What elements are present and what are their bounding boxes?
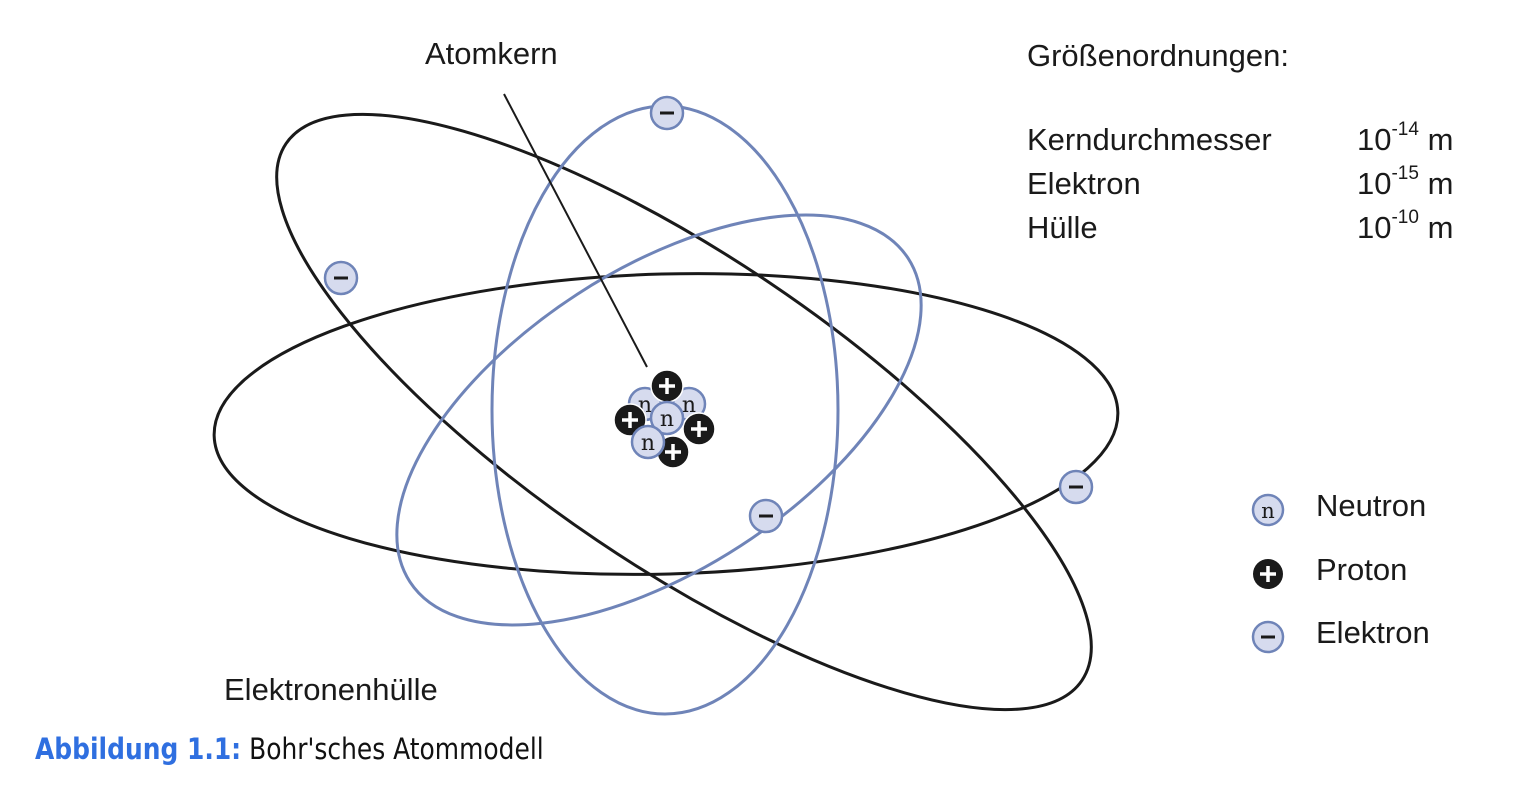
proton [650,369,684,403]
electron-right [1058,469,1094,505]
neutron: n [630,424,666,460]
caption-label: Abbildung 1.1: [35,732,242,766]
svg-text:n: n [641,431,655,456]
size-row-value: 10-10 m [1357,206,1454,245]
size-row-name: Kerndurchmesser [1027,122,1272,157]
nucleus-label: Atomkern [425,36,558,71]
neutron: n [649,400,685,436]
shell-label: Elektronenhülle [224,672,438,707]
legend-label: Neutron [1316,488,1427,523]
size-row-electron: Elektron 10-15 m [1027,162,1472,206]
size-row-name: Hülle [1027,210,1098,245]
electron-icon [1251,620,1285,654]
orbit-diagonal [275,112,1093,712]
size-row-nucleus: Kerndurchmesser 10-14 m [1027,118,1472,162]
legend-label: Proton [1316,552,1408,587]
electron-top [649,95,685,131]
svg-text:n: n [660,407,674,432]
nucleus: n n n n [613,369,716,469]
caption-text: Bohr'sches Atommodell [249,732,544,766]
neutron-icon: n [1251,493,1285,527]
legend-label: Elektron [1316,615,1430,650]
size-row-value: 10-14 m [1357,118,1454,157]
electron-left [323,260,359,296]
figure-caption: Abbildung 1.1: Bohr'sches Atommodell [35,732,544,766]
svg-text:n: n [682,393,696,418]
orbit-horizontal [212,272,1120,576]
nucleus-pointer-line [503,93,648,368]
size-row-shell: Hülle 10-10 m [1027,206,1472,250]
proton [682,412,716,446]
sizes-title: Größenordnungen: [1027,38,1289,73]
size-row-value: 10-15 m [1357,162,1454,201]
svg-text:n: n [1261,499,1275,523]
proton-icon [1253,559,1283,589]
orbit-tilted [395,213,923,627]
electron-center [748,498,784,534]
size-row-name: Elektron [1027,166,1141,201]
